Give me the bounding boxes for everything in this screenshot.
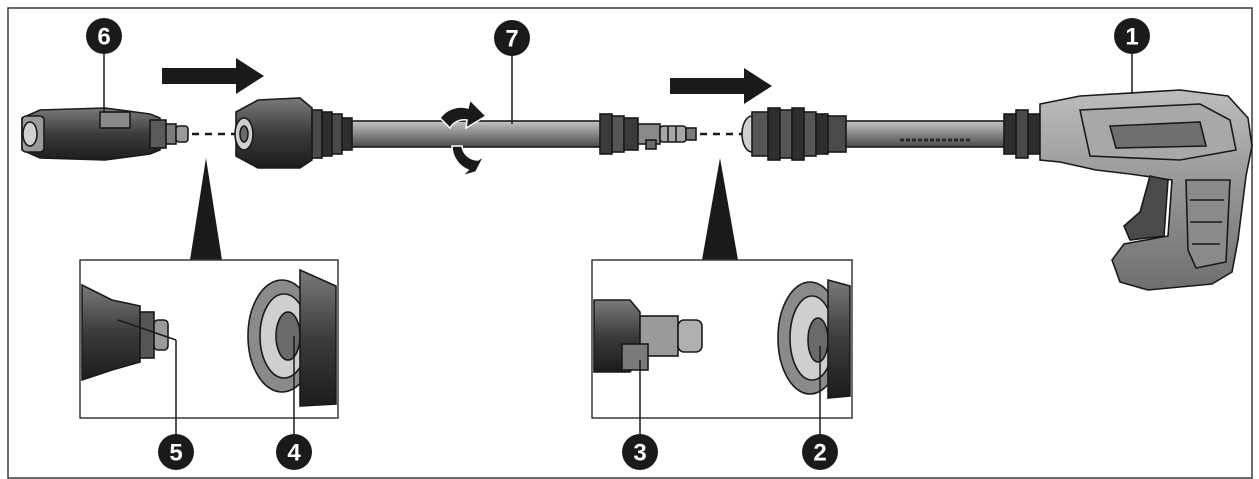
callout-5-label: 5: [169, 440, 182, 467]
rotate-arrow-icon: [439, 98, 488, 178]
spray-gun: [741, 89, 1253, 291]
arrow-right-icon: [670, 68, 772, 104]
callout-2: 2: [802, 434, 838, 470]
lance-tube: [234, 97, 697, 169]
callout-6-label: 6: [97, 24, 110, 51]
callout-4: 4: [276, 434, 312, 470]
detail-panel-right: [591, 259, 853, 436]
callout-4-label: 4: [287, 440, 301, 467]
callout-7-label: 7: [505, 26, 518, 53]
callout-1-label: 1: [1125, 24, 1138, 51]
detail-pointer-left: [190, 158, 222, 260]
callout-2-label: 2: [813, 440, 826, 467]
callout-3-label: 3: [633, 440, 646, 467]
callout-5: 5: [158, 434, 194, 470]
callout-7: 7: [494, 20, 530, 56]
detail-pointer-right: [702, 158, 738, 260]
callout-3: 3: [622, 434, 658, 470]
arrow-right-icon: [162, 58, 264, 94]
spray-nozzle: [21, 107, 189, 161]
outer-frame: [7, 7, 1253, 479]
leader-line-5: [117, 319, 177, 341]
detail-panel-left: [79, 259, 339, 436]
callout-1: 1: [1114, 18, 1150, 54]
callout-6: 6: [86, 18, 122, 54]
